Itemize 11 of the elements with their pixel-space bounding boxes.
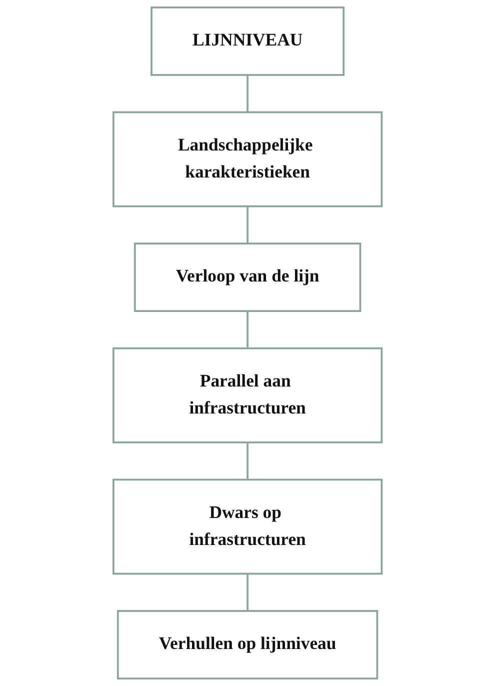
connector [246, 206, 248, 244]
node-box: Dwars op infrastructuren [112, 478, 383, 575]
node-box: Verhullen op lijnniveau [116, 610, 378, 680]
connector [246, 442, 248, 480]
node-box: LIJNNIVEAU [150, 6, 344, 76]
connector [246, 74, 248, 112]
connector [246, 574, 248, 611]
node-box: Verloop van de lijn [134, 242, 362, 312]
node-box: Landschappelijke karakteristieken [112, 111, 383, 208]
node-box: Parallel aan infrastructuren [112, 347, 383, 444]
connector [246, 311, 248, 348]
